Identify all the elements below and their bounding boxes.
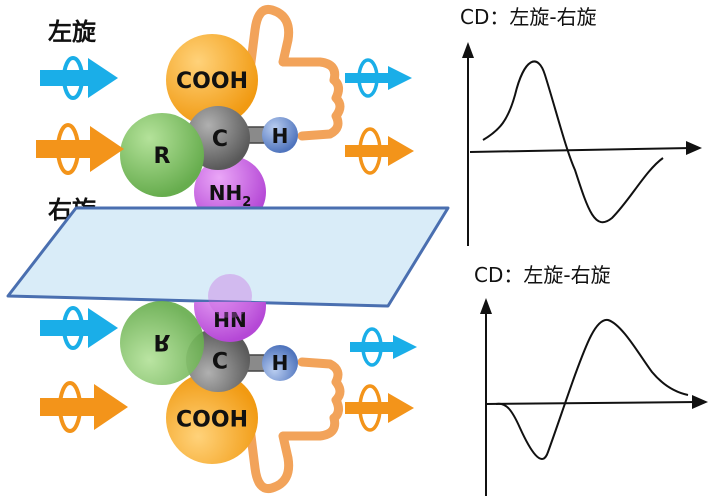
nh2-reflection: NH <box>194 274 266 342</box>
cd-plot-title-1: CD：左旋-右旋 <box>460 5 597 29</box>
cooh-label-top: COOH <box>176 69 248 94</box>
cyan-arrow-in-bottom <box>40 306 118 350</box>
cooh-label-bottom: COOH <box>176 404 248 429</box>
r-atom-top <box>120 113 204 197</box>
h-atom-top <box>262 117 298 153</box>
left-rotation-label: 左旋 <box>48 18 97 46</box>
orange-arrow-out-bottom <box>345 384 414 432</box>
cyan-arrow-in-top <box>40 56 118 100</box>
h-atom-bottom <box>262 345 298 381</box>
cd-plot-title-2: CD：左旋-右旋 <box>474 263 611 287</box>
cd2-x-axis <box>485 401 699 405</box>
nh2-atom-bottom <box>194 302 266 342</box>
cd1-curve <box>482 60 664 224</box>
cd1-x-axis <box>469 147 693 153</box>
cd2-x-arrowhead <box>692 395 708 409</box>
mirrored-molecule: COOH H C R <box>120 301 345 494</box>
cd2-y-arrowhead <box>480 298 492 314</box>
cd-plot-1 <box>462 42 702 246</box>
thumb-icon-top <box>245 4 345 141</box>
nh2-label-bottom: NH <box>213 307 246 331</box>
h-label-bottom: H <box>272 350 289 374</box>
nh2-label-top: NH2 <box>209 181 252 210</box>
cd1-x-arrowhead <box>686 141 702 155</box>
thumb-icon-bottom <box>245 357 345 494</box>
r-label-bottom: R <box>154 329 171 354</box>
c-label-bottom: C <box>212 346 228 371</box>
orange-arrow-out-top <box>345 127 414 175</box>
cyan-arrow-out-bottom <box>350 327 417 367</box>
cooh-atom-bottom <box>166 372 258 464</box>
r-atom-bottom <box>120 301 204 385</box>
mirror-plane <box>6 206 450 308</box>
h-label-top: H <box>272 124 289 148</box>
c-label-top: C <box>212 127 228 152</box>
cd1-y-arrowhead <box>462 42 474 58</box>
r-label-top: R <box>154 144 171 169</box>
orange-arrow-in-top <box>36 123 124 175</box>
cd2-curve <box>495 318 689 460</box>
cooh-atom-top <box>166 34 258 126</box>
orange-arrow-in-bottom <box>40 381 128 433</box>
cd-plot-2 <box>480 298 708 496</box>
cyan-arrow-out-top <box>345 58 412 98</box>
